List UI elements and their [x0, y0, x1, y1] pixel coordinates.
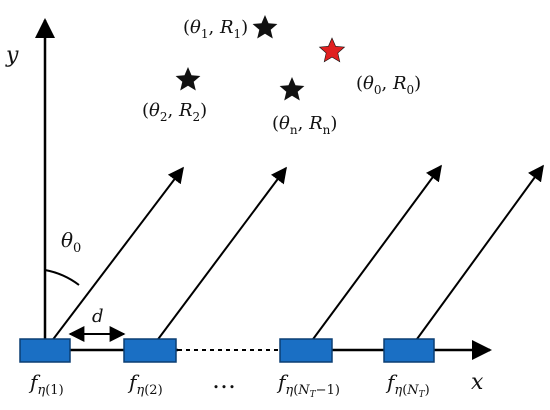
- spacing-label: d: [92, 306, 104, 327]
- steering-arrow-3: [304, 164, 442, 351]
- steering-angle-arc: [44, 269, 80, 286]
- star-target-2: [175, 67, 201, 91]
- steering-angle-label: θ0: [61, 228, 81, 256]
- array-element-3: [279, 338, 333, 363]
- steering-arrow-4: [408, 164, 544, 351]
- array-element-2: [123, 338, 177, 363]
- element-label-1: fη(1): [28, 370, 64, 398]
- x-axis-label: x: [471, 370, 484, 395]
- element-label-2: fη(2): [127, 370, 163, 398]
- steering-arrow-2: [149, 166, 287, 351]
- target-label-0: (θ0, R0): [356, 73, 421, 97]
- y-axis-label: y: [5, 43, 19, 68]
- array-element-1: [19, 338, 71, 363]
- target-label-2: (θ2, R2): [142, 100, 207, 124]
- array-element-4: [383, 338, 435, 363]
- target-label-1: (θ1, R1): [183, 17, 248, 41]
- target-label-n: (θn, Rn): [272, 113, 337, 137]
- ellipsis: …: [212, 366, 236, 394]
- element-label-3: fη(NT−1): [276, 370, 340, 400]
- star-target-1: [252, 15, 278, 39]
- steering-arrow-1: [44, 166, 184, 351]
- star-target-0: [318, 37, 346, 63]
- star-target-n: [279, 77, 305, 101]
- element-label-4: fη(NT): [385, 370, 430, 400]
